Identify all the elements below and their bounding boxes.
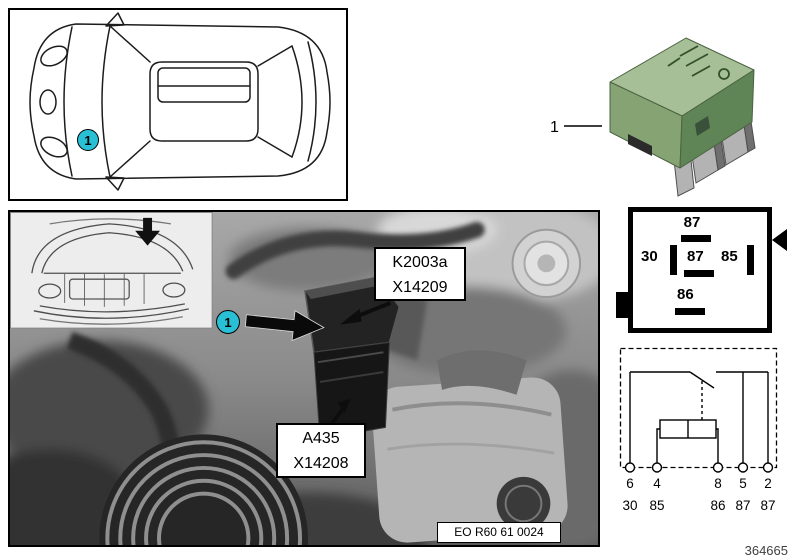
engine-bay-photo [10, 212, 598, 545]
engine-bay-photo-panel: 1 K2003a X14209 A435 X14208 EO R60 61 00… [8, 210, 600, 547]
relay-illustration: 1 [550, 37, 756, 197]
callout-number: 1 [84, 132, 92, 148]
hood-cutline [63, 26, 73, 177]
car-body-outline [29, 23, 331, 180]
pin-87-center: 87 [687, 248, 704, 265]
terminal-blade-bottom [675, 308, 705, 315]
mirror-bottom [105, 176, 125, 191]
headlight-right [40, 136, 68, 158]
relay-side-slot [695, 116, 710, 136]
engine-cover [372, 377, 568, 543]
relay-front-slot [628, 134, 652, 156]
carrier-code: A435 [302, 430, 340, 447]
relay-id-label: K2003a X14209 [374, 247, 466, 301]
inset-down-arrow-icon [135, 217, 160, 246]
cowl-line [101, 25, 111, 178]
schematic-terminal-number: 87 [735, 498, 750, 513]
schematic-pin-number: 5 [739, 476, 747, 491]
headlight-left [40, 45, 68, 67]
relay-code: K2003a [392, 254, 448, 271]
a-pillar-top [109, 25, 151, 63]
schematic-terminal-number: 87 [760, 498, 775, 513]
schematic-pin-number: 4 [653, 476, 661, 491]
callout-arrow [244, 310, 325, 342]
pin-30: 30 [641, 248, 658, 265]
ribbed-intake-duct [99, 434, 308, 545]
c-pillar-bottom [257, 136, 293, 158]
callout-number: 1 [224, 314, 232, 330]
photo-reference-caption: EO R60 61 0024 [437, 522, 561, 543]
schematic-terminal-number: 30 [622, 498, 637, 513]
terminal-circles [624, 462, 774, 473]
relay-circuit-schematic: 6 4 8 5 2 30 85 86 87 87 [619, 347, 778, 513]
terminal-blade-center [684, 270, 714, 277]
front-badge [39, 89, 57, 115]
terminal-blade-top [681, 235, 711, 242]
rear-window [291, 45, 303, 158]
mirror-top [105, 12, 125, 27]
car-location-panel: 1 [8, 8, 348, 201]
terminal-blade-left [670, 245, 677, 275]
relay-pin-diagram: 87 30 87 85 86 [616, 207, 787, 333]
hatch-line [307, 41, 317, 162]
relay-top-printing [667, 45, 730, 80]
pin-86: 86 [677, 286, 694, 303]
schematic-pin-number: 6 [626, 476, 634, 491]
connector-key-right [772, 229, 787, 251]
a-pillar-bottom [109, 140, 151, 178]
relay-connector: X14209 [392, 279, 448, 296]
car-top-view-icon [29, 12, 331, 191]
schematic-terminal-number: 86 [710, 498, 725, 513]
schematic-pin-number: 2 [764, 476, 772, 491]
carrier-id-label: A435 X14208 [276, 423, 366, 478]
carrier-label-arrow [330, 398, 351, 425]
pin-85: 85 [721, 248, 738, 265]
c-pillar-top [257, 45, 293, 67]
schematic-pin-number: 8 [714, 476, 722, 491]
carrier-connector: X14208 [293, 455, 349, 472]
schematic-dashed-frame [619, 347, 778, 469]
sunroof [157, 67, 251, 103]
terminal-blade-right [747, 245, 754, 275]
callout-1-car[interactable]: 1 [77, 129, 99, 151]
circuit-lines [629, 371, 769, 463]
duct-shape [437, 350, 527, 395]
relay-body [609, 37, 755, 169]
roof-outline [149, 61, 259, 142]
connector-key-left [616, 292, 628, 318]
diagram-number: 364665 [744, 543, 788, 558]
hood-open-inset [10, 212, 213, 329]
fluid-reservoir [511, 228, 582, 298]
relay-in-photo [304, 276, 401, 440]
callout-1-photo[interactable]: 1 [216, 310, 240, 334]
relay-label-arrow [339, 301, 392, 325]
schematic-terminal-number: 85 [649, 498, 664, 513]
hose-upper [225, 221, 485, 280]
relay-callout-number: 1 [550, 119, 559, 136]
pin-87-top: 87 [683, 214, 701, 231]
